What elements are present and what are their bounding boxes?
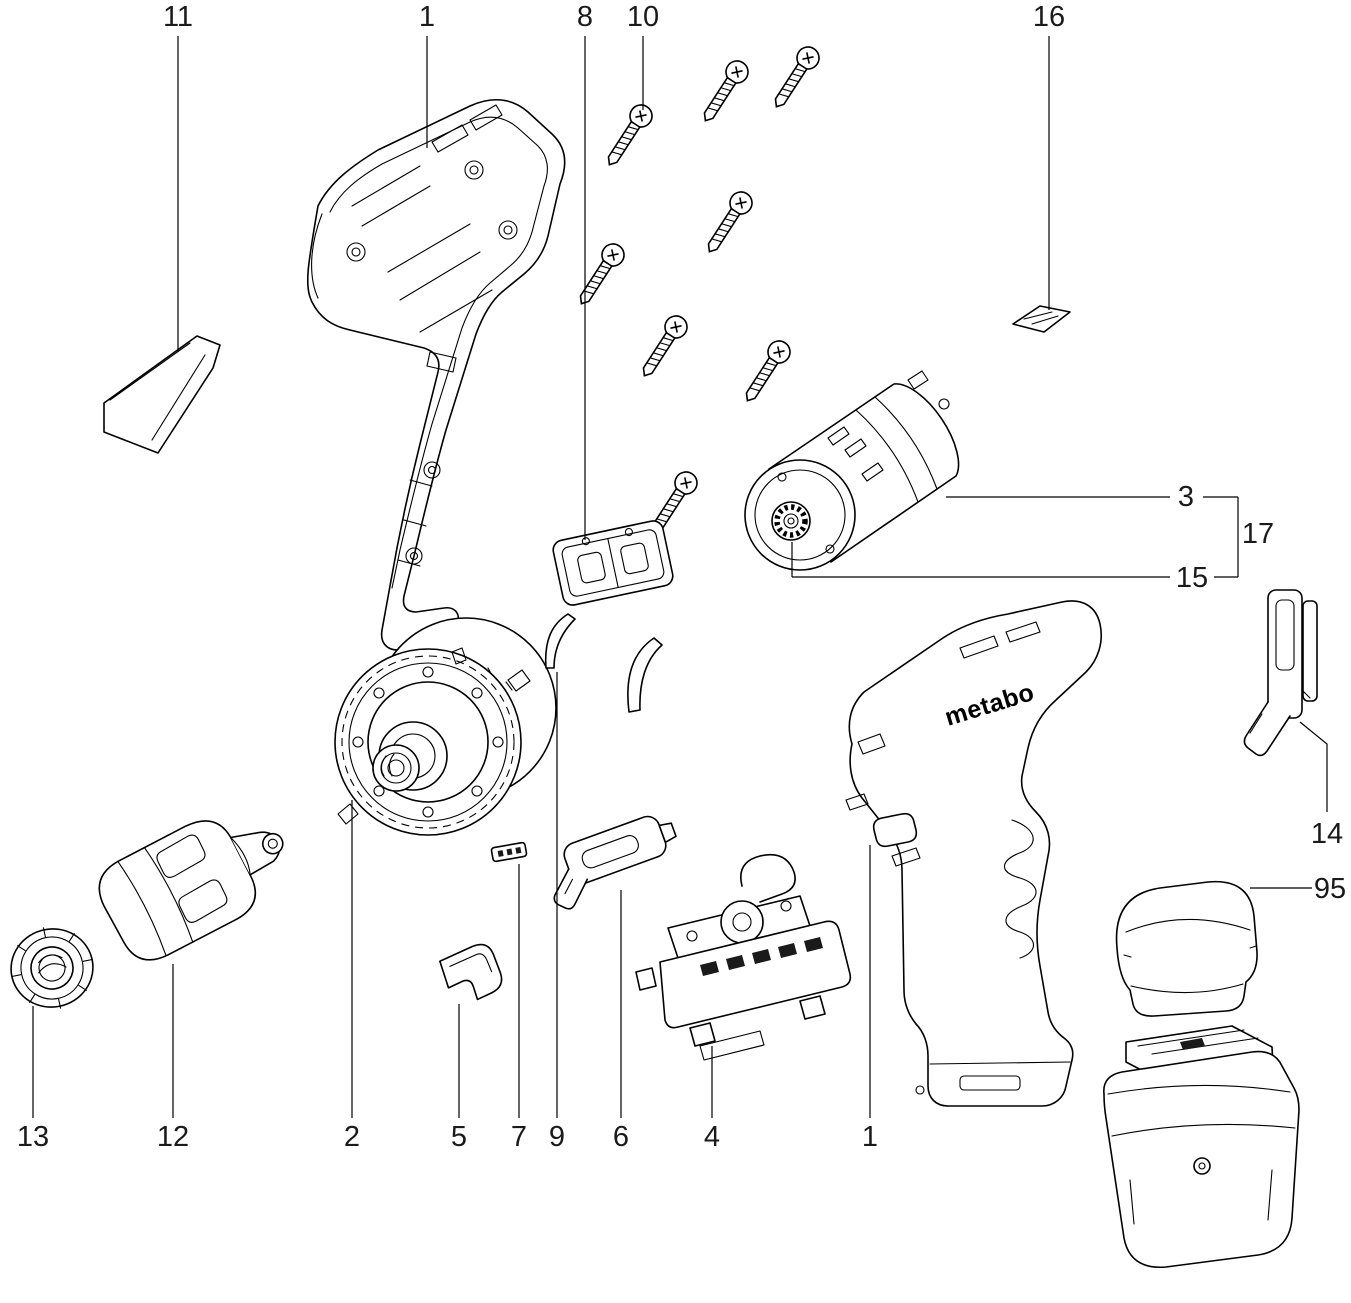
callout-16: 16	[1033, 1, 1065, 33]
callout-15: 15	[1176, 562, 1208, 594]
screw	[634, 310, 693, 383]
callout-10: 10	[627, 1, 659, 33]
info-sticker	[103, 335, 221, 454]
chuck	[98, 820, 284, 961]
motor	[744, 370, 960, 571]
electronics-module	[552, 520, 674, 606]
callout-9: 9	[549, 1121, 565, 1153]
screw	[737, 335, 796, 408]
callout-11: 11	[163, 1, 193, 33]
bit-holder-clip	[439, 943, 503, 1001]
screw	[699, 186, 758, 259]
housing-left-half	[306, 98, 566, 651]
callout-2: 2	[344, 1121, 360, 1153]
screw	[695, 55, 754, 128]
battery-pack	[1103, 1025, 1300, 1269]
belt-hook	[1243, 589, 1318, 757]
clamping-nut	[10, 927, 94, 1009]
pinion-gear	[771, 501, 811, 541]
screw	[766, 41, 825, 114]
contact-strip	[490, 841, 528, 863]
type-plate-sticker	[1012, 305, 1071, 333]
callout-5: 5	[451, 1121, 467, 1153]
callout-6: 6	[613, 1121, 629, 1153]
callout-12: 12	[157, 1121, 189, 1153]
callout-labels: 11 1 8 10 16 3 17 15 14 95 13 12 2 5 7 9…	[17, 1, 1346, 1153]
callout-7: 7	[511, 1121, 527, 1153]
callout-3: 3	[1178, 481, 1194, 513]
housing-right-half: metabo	[845, 600, 1102, 1107]
switch-module	[635, 853, 852, 1061]
switch-trigger	[553, 815, 677, 910]
callout-14: 14	[1311, 818, 1343, 850]
callout-1-bottom: 1	[862, 1121, 878, 1153]
grip-strip	[544, 613, 576, 669]
screw	[599, 99, 658, 172]
callout-8: 8	[577, 1, 593, 33]
battery-cap	[1115, 880, 1258, 1017]
callout-1-top: 1	[419, 1, 435, 33]
callout-17: 17	[1242, 518, 1274, 550]
screw	[571, 238, 630, 311]
callout-13: 13	[17, 1121, 49, 1153]
leader-lines	[32, 36, 1328, 1118]
callout-95: 95	[1314, 873, 1346, 905]
gearbox-assembly	[334, 617, 557, 836]
callout-4: 4	[704, 1121, 720, 1153]
grip-strip	[627, 637, 663, 713]
